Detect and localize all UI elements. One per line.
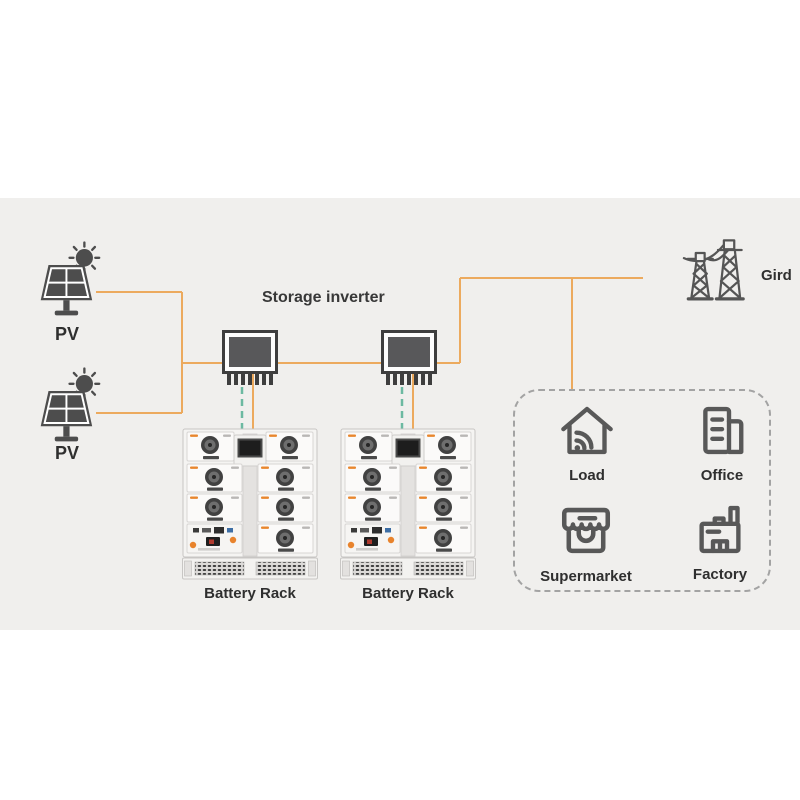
battery-rack-1 — [182, 428, 318, 580]
pv-bottom-label: PV — [54, 443, 79, 463]
consumer-factory: Factory — [658, 501, 782, 583]
inverter-screen — [229, 337, 271, 367]
office-label: Office — [700, 467, 744, 484]
inverter-screen — [388, 337, 430, 367]
battery-rack-1-label: Battery Rack — [204, 585, 296, 602]
battery-rack-2-label: Battery Rack — [362, 585, 454, 602]
load-label: Load — [569, 467, 605, 484]
consumer-office: Office — [660, 402, 784, 484]
inverter-body — [222, 330, 278, 374]
consumer-load: Load — [525, 402, 649, 484]
storage-inverter-title: Storage inverter — [262, 289, 385, 306]
consumer-supermarket: Supermarket — [524, 501, 648, 585]
pv-panel-bottom-icon — [39, 367, 101, 443]
pv-top-label: PV — [54, 324, 79, 344]
office-building-icon — [694, 402, 750, 458]
factory-icon — [692, 501, 748, 557]
supermarket-label: Supermarket — [540, 568, 632, 585]
grid-label: Gird — [761, 267, 792, 284]
storefront-icon — [557, 501, 615, 559]
battery-rack-2 — [340, 428, 476, 580]
transmission-towers-icon — [678, 230, 752, 310]
inverter-pins — [381, 374, 437, 385]
storage-inverter-1 — [222, 330, 278, 385]
consumers-box — [513, 389, 771, 592]
inverter-body — [381, 330, 437, 374]
pv-panel-top-icon — [39, 241, 101, 317]
inverter-pins — [222, 374, 278, 385]
storage-inverter-2 — [381, 330, 437, 385]
factory-label: Factory — [692, 566, 748, 583]
house-wifi-icon — [559, 402, 615, 458]
